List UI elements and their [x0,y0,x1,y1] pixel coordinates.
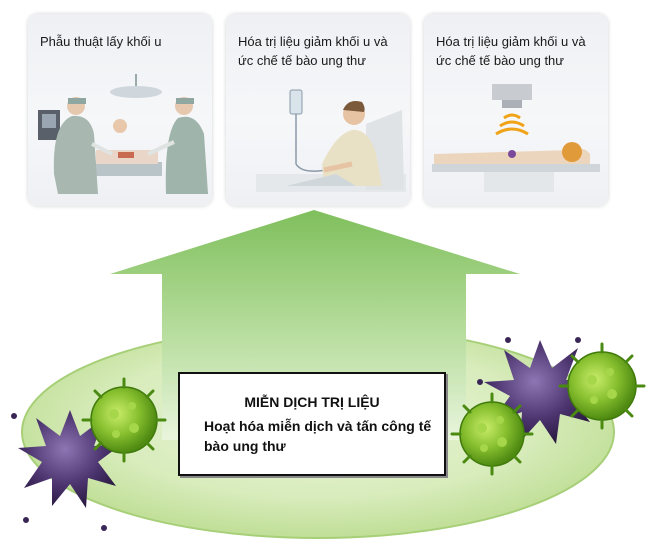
immunotherapy-title: MIỄN DỊCH TRỊ LIỆU [244,394,380,410]
green-virus-icon [450,392,534,476]
surgery-illustration [38,74,208,194]
panel-surgery: Phẫu thuật lấy khối u [28,14,212,206]
panel-radiotherapy: Hóa trị liệu giảm khối u và ức chế tế bà… [424,14,608,206]
immunotherapy-box: MIỄN DỊCH TRỊ LIỆU Hoạt hóa miễn dịch và… [178,372,446,476]
iv-drip-patient-illustration [256,89,406,192]
panel-label: Hóa trị liệu giảm khối u và ức chế tế bà… [436,34,586,68]
immunotherapy-subtitle: Hoạt hóa miễn dịch và tấn công tế bào un… [204,418,432,454]
panel-chemotherapy: Hóa trị liệu giảm khối u và ức chế tế bà… [226,14,410,206]
green-virus-icon [558,342,646,430]
green-virus-icon [81,377,167,463]
panel-label: Hóa trị liệu giảm khối u và ức chế tế bà… [238,34,388,68]
purple-virus-icon [484,340,596,444]
radiation-therapy-illustration [432,84,600,192]
panel-label: Phẫu thuật lấy khối u [40,34,162,49]
